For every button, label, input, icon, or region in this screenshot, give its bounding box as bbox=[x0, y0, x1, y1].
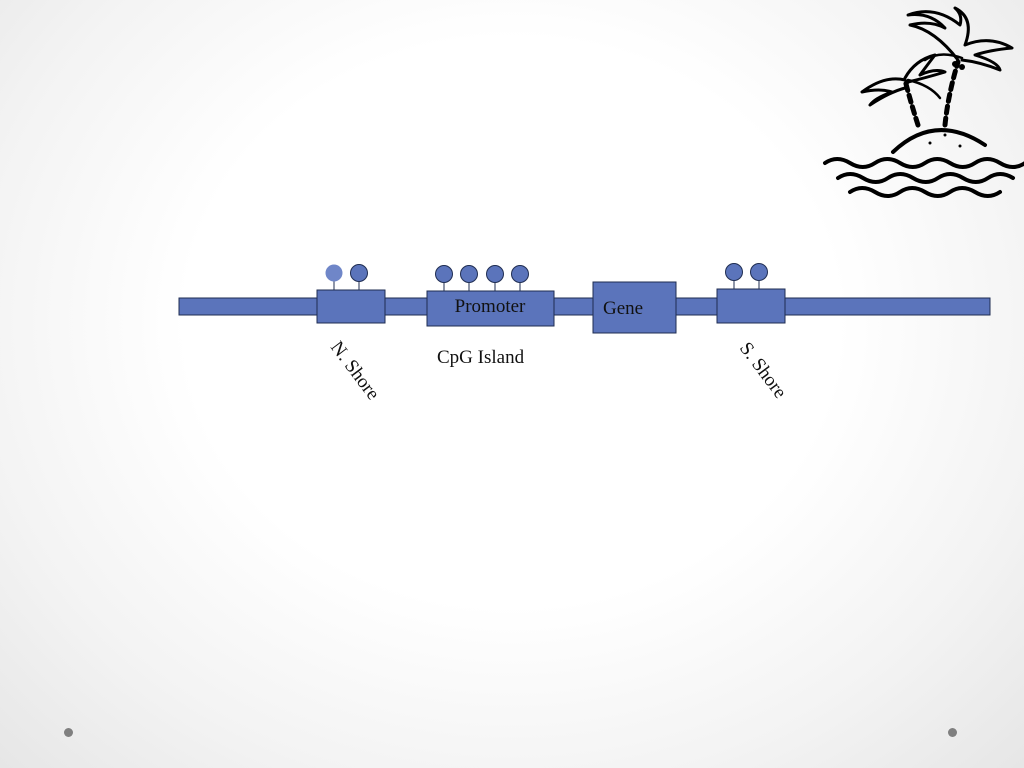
promoter-label: Promoter bbox=[455, 296, 526, 317]
methylation-site bbox=[460, 265, 478, 283]
south-shore-box bbox=[716, 288, 786, 324]
methylation-site bbox=[350, 264, 368, 282]
methylation-site bbox=[435, 265, 453, 283]
corner-dot-left bbox=[64, 728, 73, 737]
cpg-island-label: CpG Island bbox=[437, 347, 525, 368]
methylation-site bbox=[511, 265, 529, 283]
north-shore-box bbox=[316, 289, 386, 324]
promoter-sites bbox=[435, 265, 529, 291]
dna-strand bbox=[178, 297, 991, 316]
methylation-site-highlighted bbox=[325, 264, 343, 282]
methylation-site bbox=[486, 265, 504, 283]
corner-dot-right bbox=[948, 728, 957, 737]
gene-box bbox=[592, 281, 677, 334]
north-shore-sites bbox=[325, 264, 368, 290]
gene-label: Gene bbox=[603, 298, 643, 319]
palm-tree-island-icon bbox=[823, 6, 1024, 198]
methylation-site bbox=[725, 263, 743, 281]
promoter-box bbox=[426, 290, 555, 327]
south-shore-label: S. Shore bbox=[735, 338, 791, 402]
south-shore-sites bbox=[725, 263, 768, 289]
north-shore-label: N. Shore bbox=[326, 337, 383, 404]
methylation-site bbox=[750, 263, 768, 281]
